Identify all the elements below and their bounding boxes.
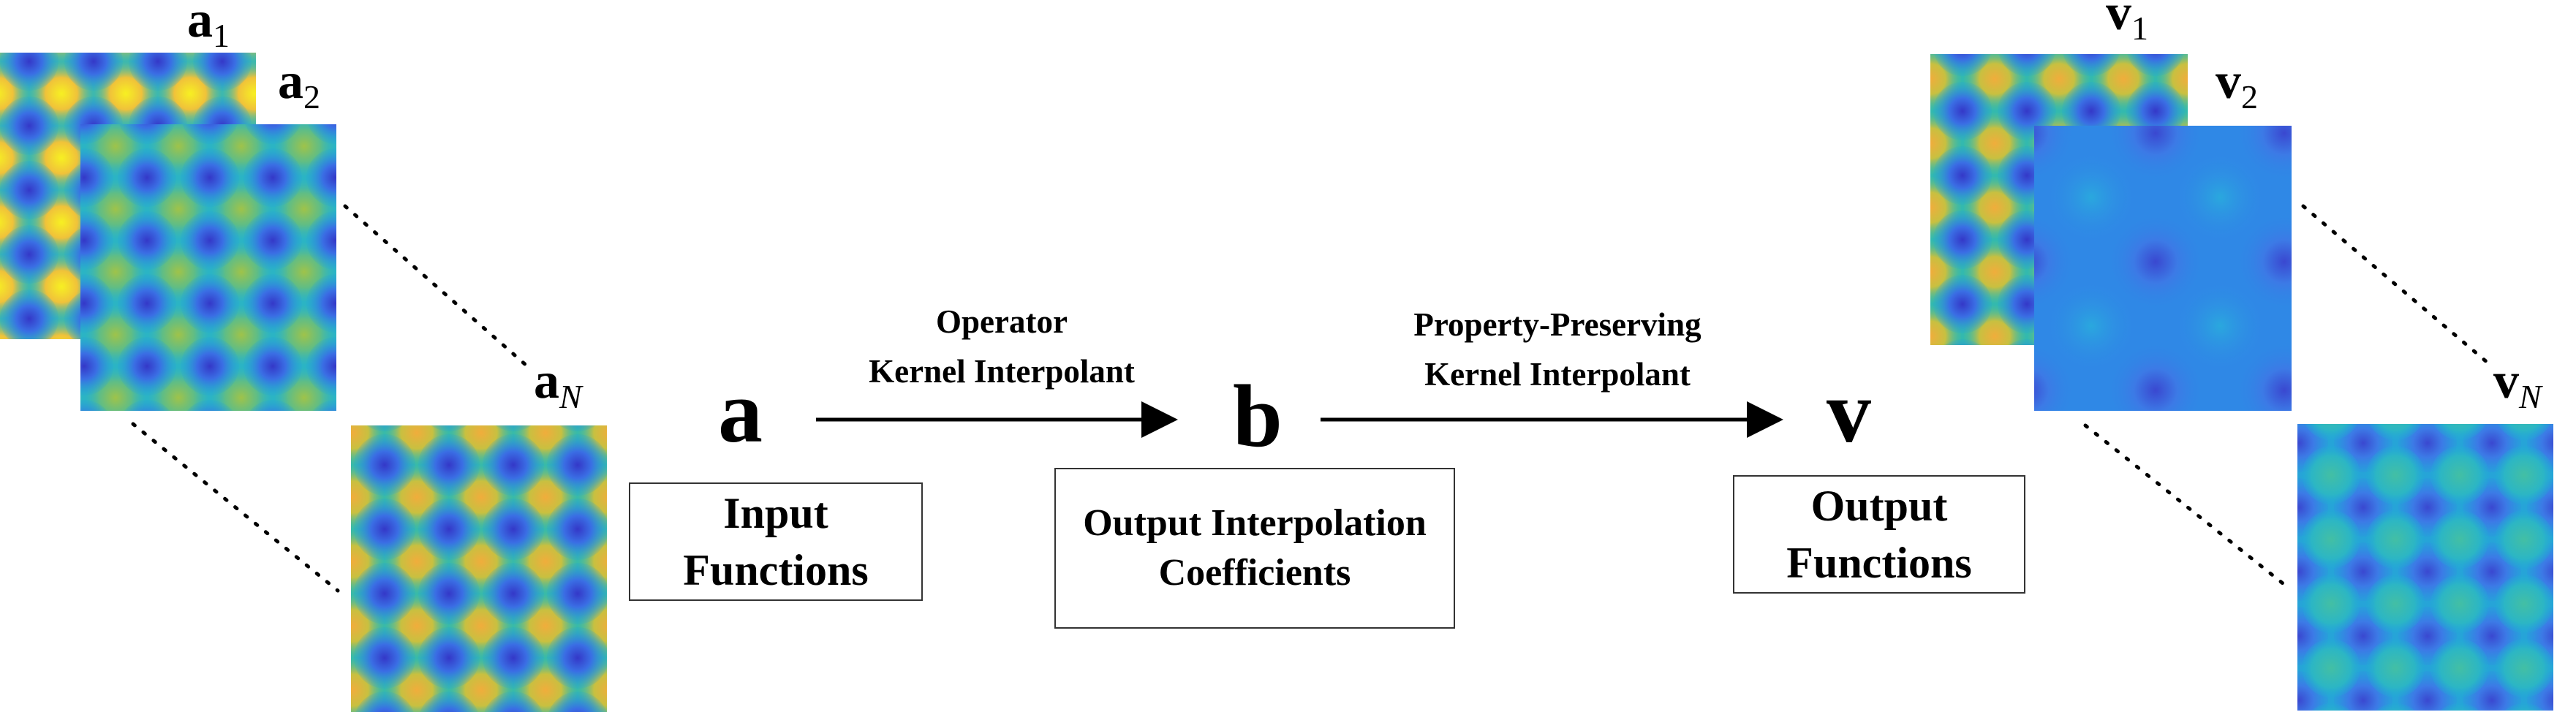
input-function-a2-tile xyxy=(80,124,336,411)
output-functions-box: Output Functions xyxy=(1733,475,2025,594)
arrow2-label: Property-Preserving Kernel Interpolant xyxy=(1338,306,1777,393)
input-functions-line2: Functions xyxy=(683,546,869,594)
output-functions-line2: Functions xyxy=(1786,539,1972,587)
label-vN: vN xyxy=(2493,353,2543,415)
label-a1: a1 xyxy=(187,0,230,54)
output-function-vN-tile xyxy=(2297,424,2553,711)
output-function-v2-tile xyxy=(2034,126,2292,411)
coefficients-line2: Coefficients xyxy=(1158,552,1351,594)
label-v2: v2 xyxy=(2216,53,2258,115)
output-interpolation-coefficients-box: Output Interpolation Coefficients xyxy=(1054,468,1455,629)
input-dotted-connector-bottom xyxy=(131,422,340,593)
node-a: a xyxy=(718,363,763,461)
arrow1-label-line1: Operator xyxy=(936,303,1068,340)
arrow2-label-line2: Kernel Interpolant xyxy=(1424,356,1691,393)
input-functions-line1: Input xyxy=(723,489,828,537)
label-v1: v1 xyxy=(2106,0,2148,47)
coefficients-line1: Output Interpolation xyxy=(1083,502,1427,545)
arrow1-label-line2: Kernel Interpolant xyxy=(869,353,1135,390)
input-function-aN-tile xyxy=(351,425,607,712)
input-dotted-connector-top xyxy=(343,204,529,368)
label-a2: a2 xyxy=(278,53,320,115)
arrow1-label: Operator Kernel Interpolant xyxy=(834,303,1170,390)
node-v: v xyxy=(1827,363,1871,461)
arrow2-label-line1: Property-Preserving xyxy=(1413,306,1701,343)
output-functions-line1: Output xyxy=(1810,482,1948,530)
node-b: b xyxy=(1233,367,1283,466)
input-functions-box: Input Functions xyxy=(629,482,923,601)
output-dotted-connector-top xyxy=(2301,204,2490,365)
output-dotted-connector-bottom xyxy=(2083,423,2292,591)
label-aN: aN xyxy=(534,353,583,415)
